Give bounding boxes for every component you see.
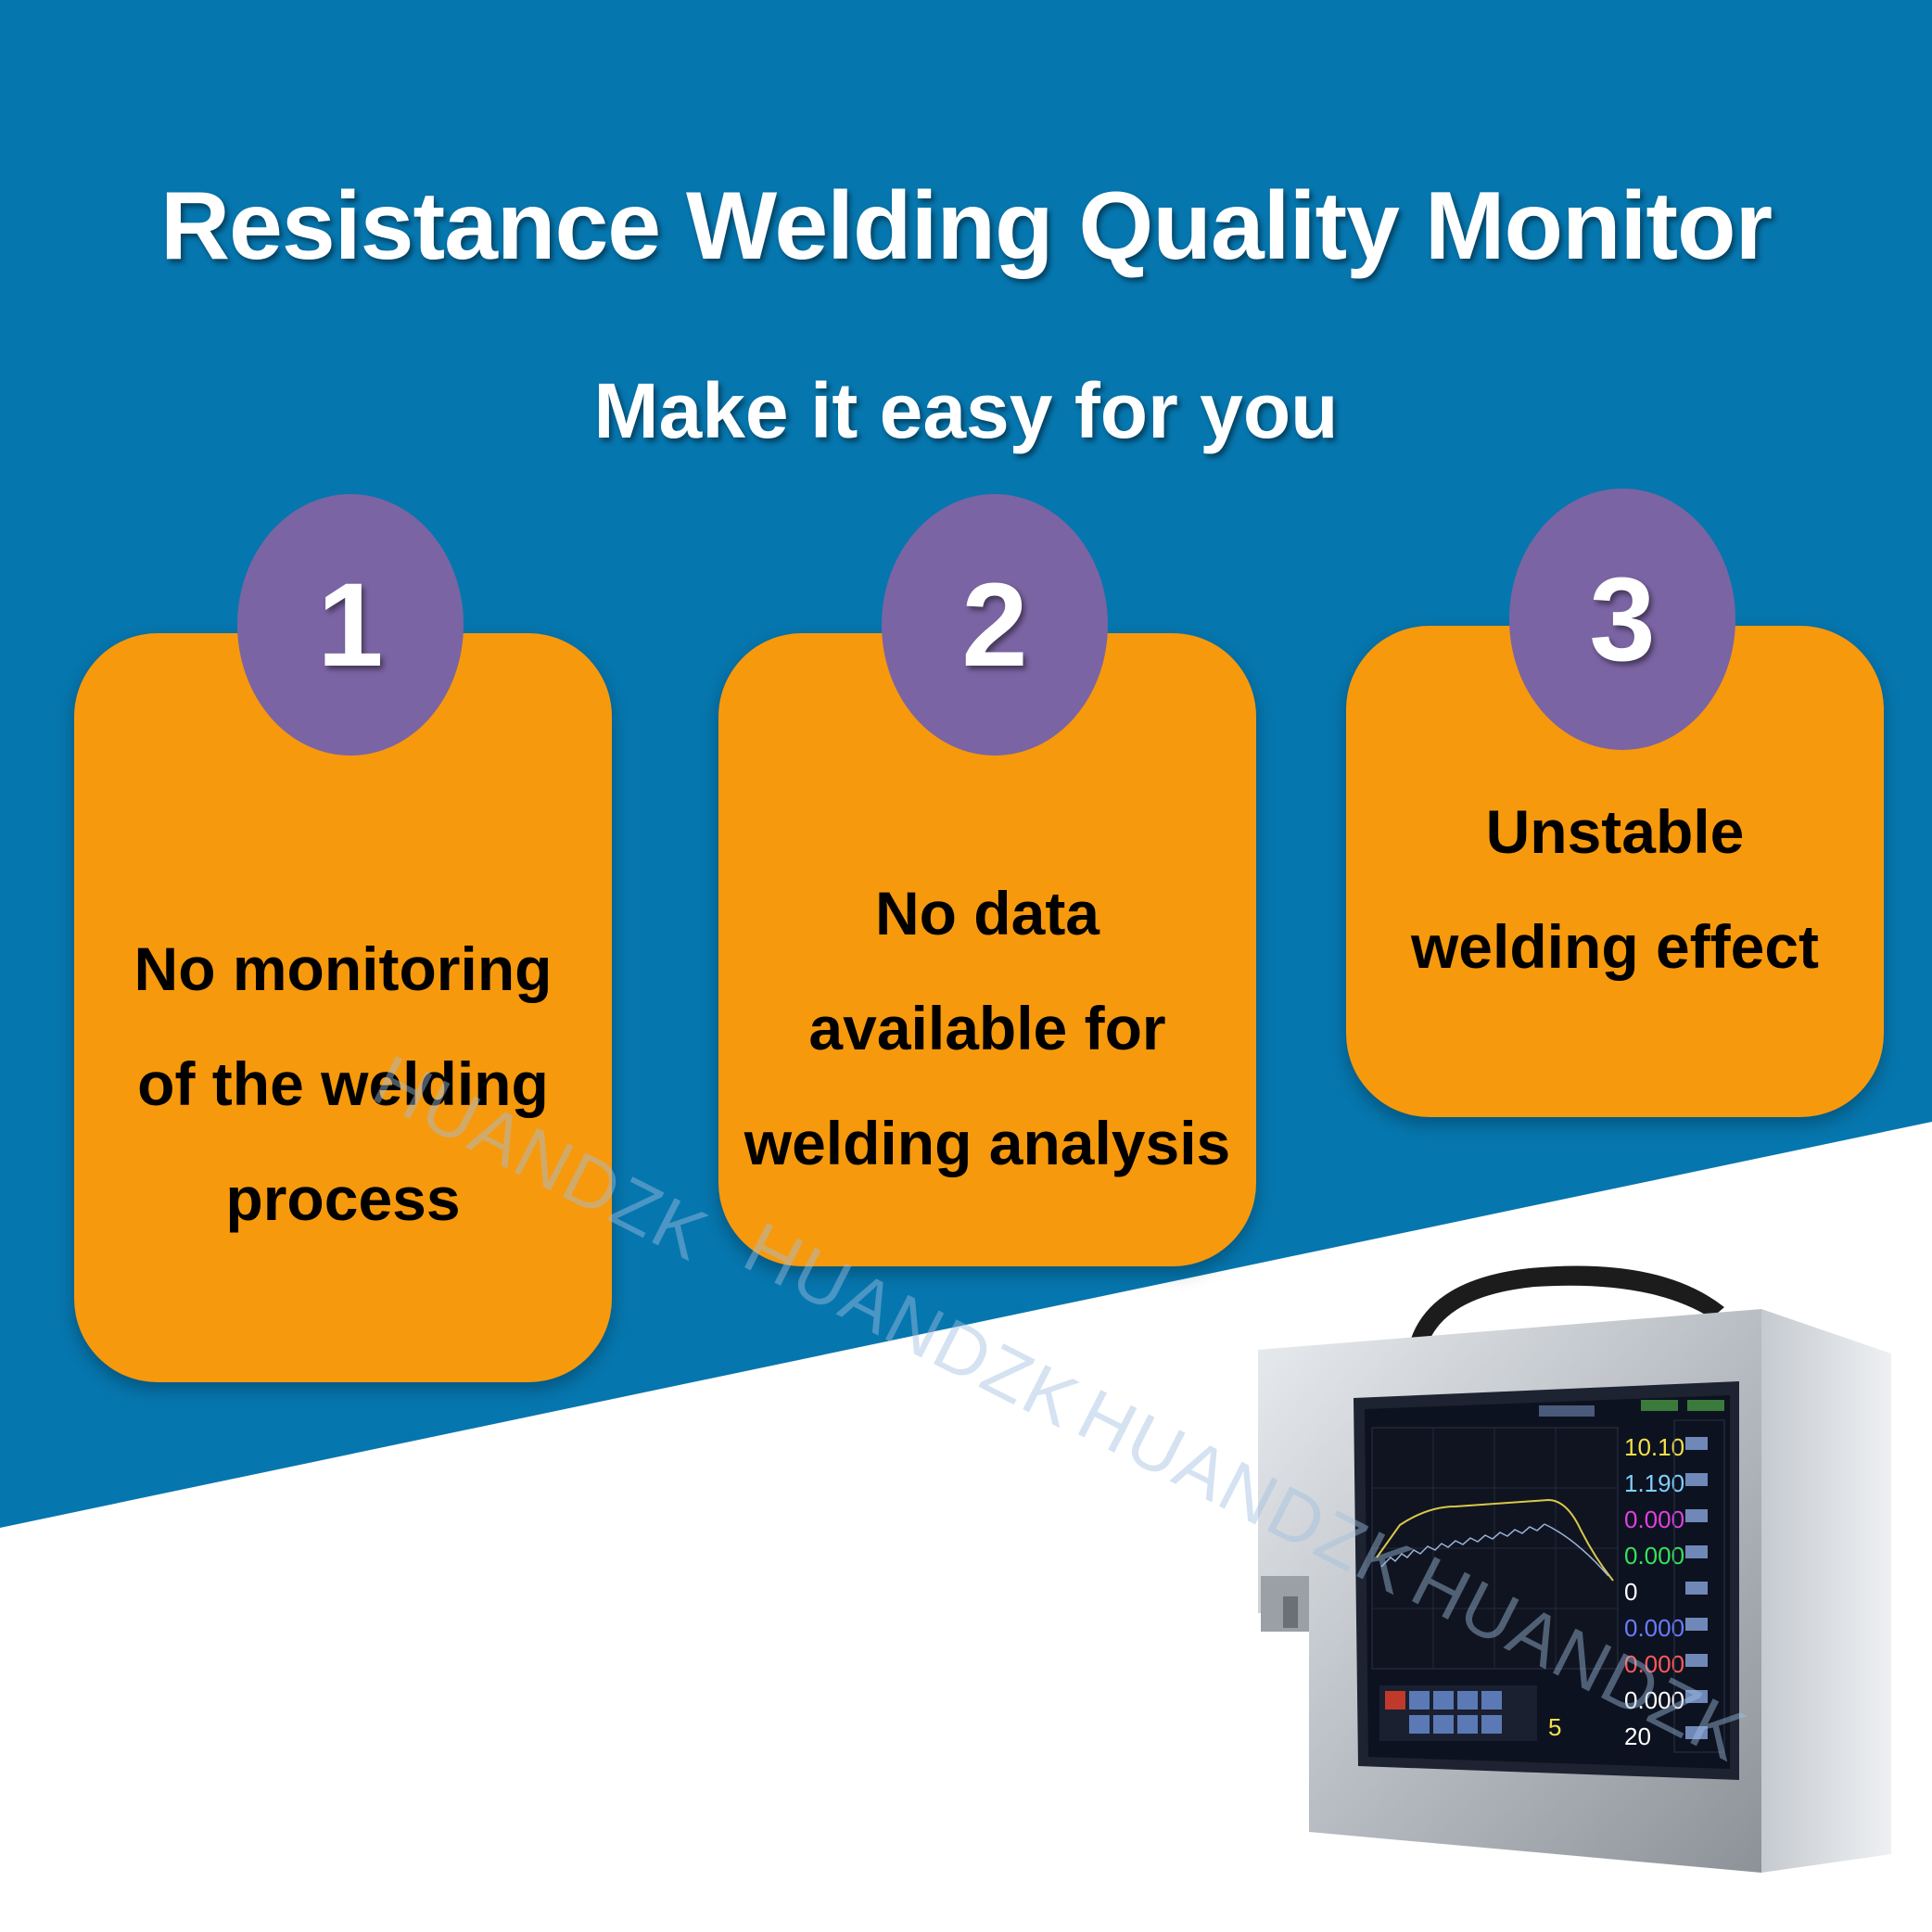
readout-value: 0.000 xyxy=(1624,1542,1684,1570)
bottom-value: 5 xyxy=(1548,1713,1561,1741)
card-2-line-2: available for xyxy=(808,994,1166,1062)
card-2-text: No data available for welding analysis xyxy=(718,856,1256,1201)
readout-unit-badge xyxy=(1685,1545,1708,1558)
feature-card-1: No monitoring of the welding process xyxy=(74,633,612,1382)
number-badge-1: 1 xyxy=(237,494,464,756)
readout-unit-badge xyxy=(1685,1726,1708,1739)
card-1-line-1: No monitoring xyxy=(133,934,553,1003)
readout-value: 20 xyxy=(1624,1722,1651,1750)
card-1-text: No monitoring of the welding process xyxy=(74,911,612,1256)
readout-unit-badge xyxy=(1685,1618,1708,1631)
card-1-line-2: of the welding xyxy=(137,1049,549,1118)
readout-value: 10.10 xyxy=(1624,1433,1684,1461)
readout-unit-badge xyxy=(1685,1582,1708,1595)
card-3-text: Unstable welding effect xyxy=(1346,774,1884,1004)
readout-value: 0.000 xyxy=(1624,1614,1684,1642)
readout-unit-badge xyxy=(1685,1690,1708,1703)
number-badge-3: 3 xyxy=(1509,489,1735,750)
readout-unit-badge xyxy=(1685,1654,1708,1667)
readout-unit-badge xyxy=(1685,1437,1708,1450)
waveform-icon xyxy=(1376,1498,1614,1582)
card-3-line-2: welding effect xyxy=(1410,912,1820,981)
card-2-line-1: No data xyxy=(874,879,1100,947)
readout-unit-badge xyxy=(1685,1473,1708,1486)
page-title: Resistance Welding Quality Monitor xyxy=(159,172,1773,280)
readout-value: 1.190 xyxy=(1624,1469,1684,1497)
handle-icon xyxy=(1409,1265,1724,1350)
readout-unit-badge xyxy=(1685,1509,1708,1522)
page-subtitle: Make it easy for you xyxy=(593,367,1339,454)
card-1-line-3: process xyxy=(225,1164,461,1233)
readout-value: 0 xyxy=(1624,1578,1637,1606)
card-2-line-3: welding analysis xyxy=(744,1109,1231,1177)
card-3-line-1: Unstable xyxy=(1485,797,1745,866)
number-badge-2: 2 xyxy=(882,494,1108,756)
readout-value: 0.000 xyxy=(1624,1506,1684,1533)
